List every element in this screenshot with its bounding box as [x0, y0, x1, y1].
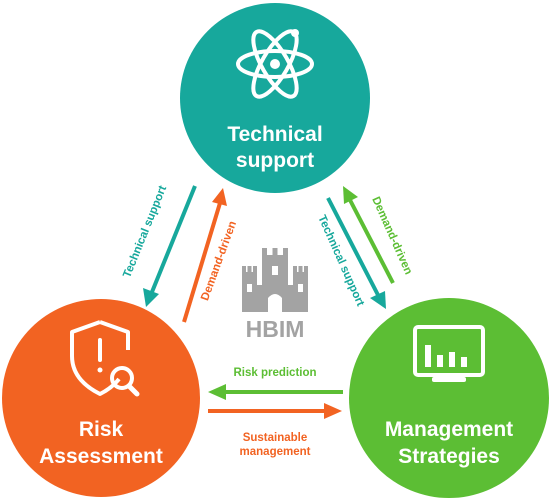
- management-label-line1: Management: [385, 418, 513, 441]
- left-demand-driven-label: Demand-driven: [199, 220, 239, 303]
- technical-label-line2: support: [236, 149, 314, 172]
- right-arrow-technical-support: [326, 197, 386, 309]
- technical-support-node: Technical support: [180, 3, 370, 193]
- atom-icon: [236, 29, 314, 99]
- risk-prediction-label: Risk prediction: [233, 367, 316, 379]
- management-label-line2: Strategies: [398, 445, 500, 468]
- monitor-chart-icon: [413, 325, 485, 382]
- shield-alert-search-icon: [70, 320, 140, 397]
- left-arrow-demand-driven: [182, 188, 227, 323]
- castle-icon: [242, 248, 308, 312]
- hbim-label: HBIM: [246, 316, 305, 342]
- right-demand-driven-label: Demand-driven: [369, 195, 414, 276]
- risk-assessment-node: Risk Assessment: [2, 299, 200, 497]
- management-strategies-node: Management Strategies: [349, 298, 549, 498]
- sustainable-management-label-line2: management: [240, 446, 311, 458]
- bottom-arrow-risk-prediction: [208, 384, 343, 400]
- risk-label-line2: Assessment: [39, 445, 163, 468]
- left-arrow-technical-support: [143, 185, 197, 307]
- right-arrow-demand-driven: [343, 186, 395, 284]
- sustainable-management-label-line1: Sustainable: [243, 432, 308, 444]
- bottom-arrow-sustainable-management: [208, 403, 342, 419]
- risk-label-line1: Risk: [79, 418, 124, 441]
- technical-label-line1: Technical: [227, 123, 322, 146]
